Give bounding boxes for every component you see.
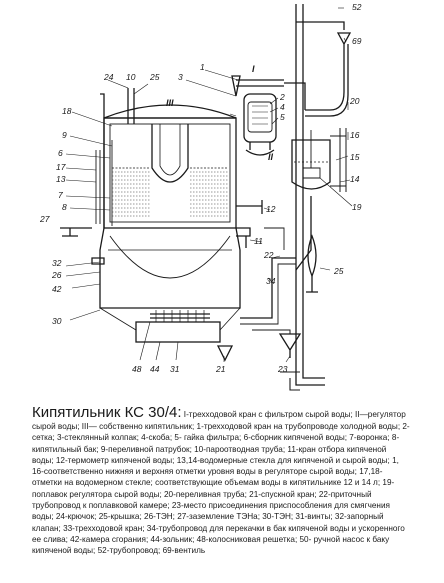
- label-25: 25: [149, 72, 160, 82]
- label-27: 27: [39, 214, 50, 224]
- label-17: 17: [56, 162, 66, 172]
- float-19: [302, 167, 321, 179]
- label-23: 23: [277, 364, 288, 374]
- label-8: 8: [62, 202, 67, 212]
- valve-69: [336, 32, 352, 92]
- valve-1: [231, 75, 241, 97]
- label-44: 44: [150, 364, 160, 374]
- label-30: 30: [52, 316, 62, 326]
- ash-box-44: [135, 321, 221, 343]
- ground-27: [60, 227, 92, 237]
- pipe-22: [264, 227, 285, 250]
- funnel-7: [151, 124, 189, 183]
- valve-11: [236, 227, 251, 248]
- label-12: 12: [266, 204, 276, 214]
- label-2: 2: [279, 92, 285, 102]
- pump-50: [307, 234, 317, 278]
- label-13: 13: [56, 174, 66, 184]
- label-52: 52: [352, 2, 362, 12]
- label-roman-III: III: [166, 98, 174, 108]
- label-14: 14: [350, 174, 360, 184]
- label-19: 19: [352, 202, 362, 212]
- label-4: 4: [280, 102, 285, 112]
- label-10: 10: [126, 72, 136, 82]
- pipe-34: [240, 257, 296, 319]
- regulator-vessel: [291, 139, 331, 190]
- label-11: 11: [254, 236, 263, 246]
- thermometer-12: [236, 200, 263, 214]
- label-5: 5: [280, 112, 285, 122]
- label-26: 26: [51, 270, 62, 280]
- hook-24: [100, 93, 105, 228]
- label-31: 31: [170, 364, 180, 374]
- label-32: 32: [52, 258, 62, 268]
- label-9: 9: [62, 130, 67, 140]
- label-69: 69: [352, 36, 362, 46]
- label-21: 21: [215, 364, 226, 374]
- caption-body: I-трехходовой кран с фильтром сырой воды…: [32, 410, 410, 556]
- label-25b: 25: [333, 266, 344, 276]
- label-7: 7: [58, 190, 63, 200]
- lid-25: [103, 104, 237, 119]
- label-20: 20: [349, 96, 360, 106]
- drain-outlet: [280, 371, 300, 391]
- valve-21: [216, 345, 234, 362]
- label-22: 22: [263, 250, 274, 260]
- label-48: 48: [132, 364, 142, 374]
- pipe-52: [295, 4, 325, 386]
- label-34: 34: [266, 276, 276, 286]
- valve-32: [91, 257, 105, 265]
- combustion-chamber-42: [99, 227, 241, 309]
- caption-title: Кипятильник КС 30/4:: [32, 404, 182, 421]
- label-roman-II: II: [268, 152, 274, 162]
- filter-glass-cap: [243, 93, 277, 143]
- sight-glass-raw: [339, 128, 347, 192]
- label-1: 1: [200, 62, 205, 72]
- label-15: 15: [350, 152, 360, 162]
- figure-caption: Кипятильник КС 30/4: I-трехходовой кран …: [32, 404, 410, 557]
- label-18: 18: [62, 106, 72, 116]
- label-16: 16: [350, 130, 360, 140]
- label-3: 3: [178, 72, 183, 82]
- boiler-diagram: 52 69 I 1 3 2 4 5 II 20 16 15 14 19 24 1…: [39, 2, 362, 391]
- label-roman-I: I: [252, 64, 255, 74]
- valve-33: [278, 333, 302, 358]
- label-42: 42: [52, 284, 62, 294]
- label-6: 6: [58, 148, 63, 158]
- pipe-to-valve-69: [296, 21, 345, 30]
- boiler-body: [103, 117, 237, 229]
- label-24: 24: [103, 72, 114, 82]
